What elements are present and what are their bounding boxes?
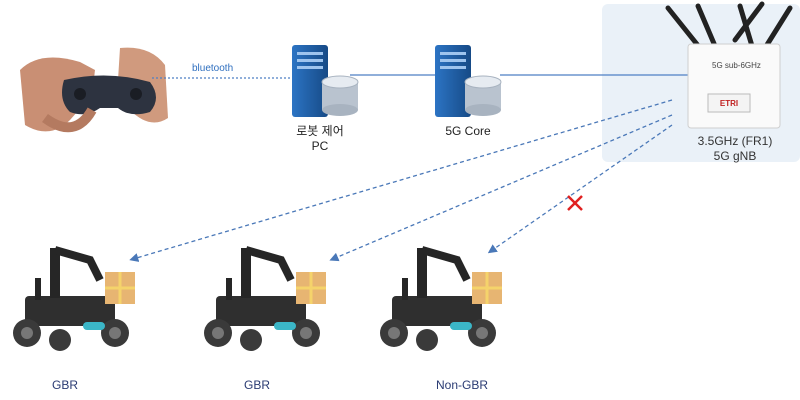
robot-label-1: GBR (51, 378, 78, 392)
gnb-brand-text: 5G sub-6GHz (712, 61, 761, 70)
gnb-maker-text: ETRI (720, 99, 738, 108)
wireless-link-robot-1 (129, 99, 673, 262)
robot-pc-label-line2: PC (311, 139, 329, 153)
blocked-x-icon (567, 195, 583, 211)
bluetooth-label: bluetooth (192, 63, 234, 74)
robot-icon-1 (13, 246, 135, 351)
robot-label-3: Non-GBR (435, 378, 488, 392)
gnb-label-line2: 5G gNB (713, 149, 757, 163)
robot-label-2: GBR (243, 378, 270, 392)
core-server-icon (435, 45, 502, 117)
game-controller-icon (18, 47, 168, 148)
robot-icon-3 (380, 246, 502, 351)
robot-pc-server-icon (292, 45, 359, 117)
gnb-label-line1: 3.5GHz (FR1) (697, 134, 773, 148)
robot-pc-label: 로봇 제어 PC (270, 124, 370, 154)
wireless-link-robot-3 (487, 124, 673, 254)
wireless-link-robot-2 (329, 114, 673, 262)
gnb-label: 3.5GHz (FR1) 5G gNB (680, 134, 790, 164)
core-label: 5G Core (445, 124, 491, 138)
robot-pc-label-line1: 로봇 제어 (296, 124, 344, 138)
robot-icon-2 (204, 246, 326, 351)
gnb-base-station-icon (665, 1, 793, 129)
